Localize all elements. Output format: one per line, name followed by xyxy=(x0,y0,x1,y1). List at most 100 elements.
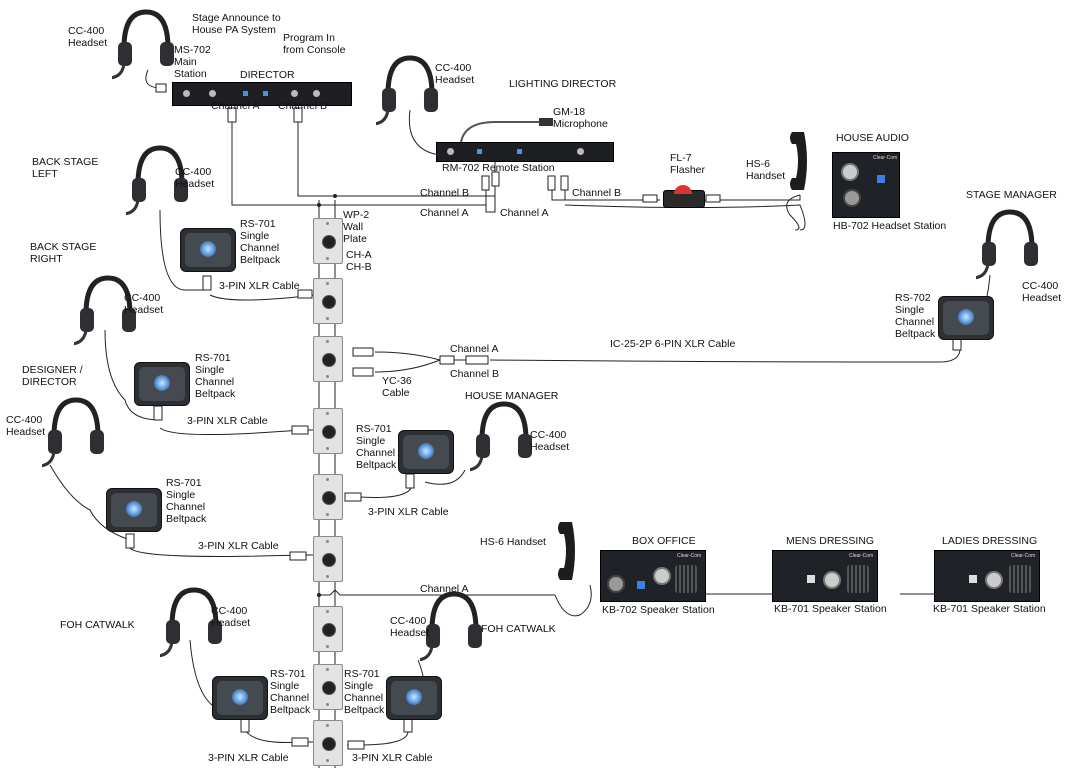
headset-icon xyxy=(126,145,188,216)
kb702-speaker-station: Clear-Com xyxy=(600,550,706,602)
channel-a-label: Channel A xyxy=(420,207,469,219)
wall-plate xyxy=(313,664,343,710)
rs701-beltpack xyxy=(212,676,268,720)
cc400-label: CC-400 Headset xyxy=(124,292,164,316)
cc400-label: CC-400 Headset xyxy=(390,615,430,639)
rs701-beltpack xyxy=(134,362,190,406)
kb702-label: KB-702 Speaker Station xyxy=(602,604,715,616)
wall-plate xyxy=(313,408,343,454)
program-in-label: Program In from Console xyxy=(283,32,346,56)
xlr-cable-label: 3-PIN XLR Cable xyxy=(352,752,433,764)
gm18-label: GM-18 Microphone xyxy=(553,106,608,130)
channel-b-label: Channel B xyxy=(450,368,500,380)
panel-logo: Clear-Com xyxy=(849,553,874,559)
wall-plate xyxy=(313,536,343,582)
headset-icon xyxy=(160,587,222,658)
channel-b-label: Channel B xyxy=(420,187,470,199)
box-office-label: BOX OFFICE xyxy=(632,535,696,547)
panel-logo: Clear-Com xyxy=(1011,553,1036,559)
hs6-label: HS-6 Handset xyxy=(480,536,546,548)
ic25-label: IC-25-2P 6-PIN XLR Cable xyxy=(610,338,736,350)
rs701-beltpack xyxy=(386,676,442,720)
panel-logo: Clear-Com xyxy=(677,553,702,559)
wp2-label: WP-2 Wall Plate xyxy=(343,209,370,245)
mens-dressing-label: MENS DRESSING xyxy=(786,535,875,547)
channel-b-label: Channel B xyxy=(572,187,622,199)
ms702-label: MS-702 Main Station xyxy=(174,44,211,80)
headset-icon xyxy=(376,55,438,126)
rs702-beltpack xyxy=(938,296,994,340)
rs702-label: RS-702 Single Channel Beltpack xyxy=(895,292,936,340)
handset-icon xyxy=(790,132,807,190)
wall-plate xyxy=(313,278,343,324)
cc400-label: CC-400 Headset xyxy=(68,25,108,49)
xlr-cable-label: 3-PIN XLR Cable xyxy=(219,280,300,292)
headset-icon xyxy=(112,9,174,80)
handset-icon xyxy=(558,522,575,580)
back-stage-left-label: BACK STAGE LEFT xyxy=(32,156,99,180)
cc400-label: CC-400 Headset xyxy=(530,429,570,453)
stage-announce-label: Stage Announce to House PA System xyxy=(192,12,281,36)
ms702-main-station xyxy=(172,82,352,106)
wall-plate xyxy=(313,218,343,264)
wall-plate xyxy=(313,720,343,766)
channel-a-label: Channel A xyxy=(420,583,469,595)
kb701-speaker-station-ladies: Clear-Com xyxy=(934,550,1040,602)
kb701-label: KB-701 Speaker Station xyxy=(933,603,1046,615)
fl7-flasher xyxy=(663,185,705,208)
headset-icon xyxy=(470,401,532,472)
rs701-beltpack xyxy=(180,228,236,272)
xlr-cable-label: 3-PIN XLR Cable xyxy=(187,415,268,427)
foh-catwalk-label: FOH CATWALK xyxy=(60,619,135,631)
hb702-headset-station: Clear-Com xyxy=(832,152,900,218)
yc36-label: YC-36 Cable xyxy=(382,375,412,399)
channel-a-label: Channel A xyxy=(211,100,260,112)
stage-manager-label: STAGE MANAGER xyxy=(966,189,1057,201)
headset-icon xyxy=(42,397,104,468)
hb702-label: HB-702 Headset Station xyxy=(833,220,947,232)
rs701-label: RS-701 Single Channel Beltpack xyxy=(270,668,311,716)
house-manager-label: HOUSE MANAGER xyxy=(465,390,559,402)
rs701-label: RS-701 Single Channel Beltpack xyxy=(356,423,397,471)
fl7-label: FL-7 Flasher xyxy=(670,152,706,176)
rm702-remote-station xyxy=(436,142,614,162)
rm702-label: RM-702 Remote Station xyxy=(442,162,555,174)
house-audio-label: HOUSE AUDIO xyxy=(836,132,909,144)
headset-icon xyxy=(74,275,136,346)
director-label: DIRECTOR xyxy=(240,69,295,81)
cc400-label: CC-400 Headset xyxy=(6,414,46,438)
headset-icon xyxy=(976,209,1038,280)
xlr-cable-label: 3-PIN XLR Cable xyxy=(208,752,289,764)
foh-catwalk-label: FOH CATWALK xyxy=(481,623,556,635)
kb701-label: KB-701 Speaker Station xyxy=(774,603,887,615)
gm18-microphone xyxy=(460,118,553,143)
wall-plate xyxy=(313,606,343,652)
channel-b-label: Channel B xyxy=(278,100,328,112)
wall-plate xyxy=(313,336,343,382)
cc400-label: CC-400 Headset xyxy=(175,166,215,190)
rs701-label: RS-701 Single Channel Beltpack xyxy=(195,352,236,400)
kb701-speaker-station-mens: Clear-Com xyxy=(772,550,878,602)
channel-a-label: Channel A xyxy=(450,343,499,355)
channel-a-label: Channel A xyxy=(500,207,549,219)
designer-director-label: DESIGNER / DIRECTOR xyxy=(22,364,83,388)
rs701-beltpack xyxy=(398,430,454,474)
cc400-label: CC-400 Headset xyxy=(435,62,475,86)
panel-logo: Clear-Com xyxy=(873,155,898,161)
ladies-dressing-label: LADIES DRESSING xyxy=(942,535,1038,547)
wall-plate xyxy=(313,474,343,520)
cc400-label: CC-400 Headset xyxy=(1022,280,1062,304)
hs6-label: HS-6 Handset xyxy=(746,158,786,182)
cc400-label: CC-400 Headset xyxy=(211,605,251,629)
rs701-label: RS-701 Single Channel Beltpack xyxy=(344,668,385,716)
xlr-cable-label: 3-PIN XLR Cable xyxy=(198,540,279,552)
lighting-director-label: LIGHTING DIRECTOR xyxy=(509,78,617,90)
back-stage-right-label: BACK STAGE RIGHT xyxy=(30,241,97,265)
rs701-label: RS-701 Single Channel Beltpack xyxy=(166,477,207,525)
ch-ab-label: CH-A CH-B xyxy=(346,249,372,273)
xlr-cable-label: 3-PIN XLR Cable xyxy=(368,506,449,518)
rs701-beltpack xyxy=(106,488,162,532)
rs701-label: RS-701 Single Channel Beltpack xyxy=(240,218,281,266)
